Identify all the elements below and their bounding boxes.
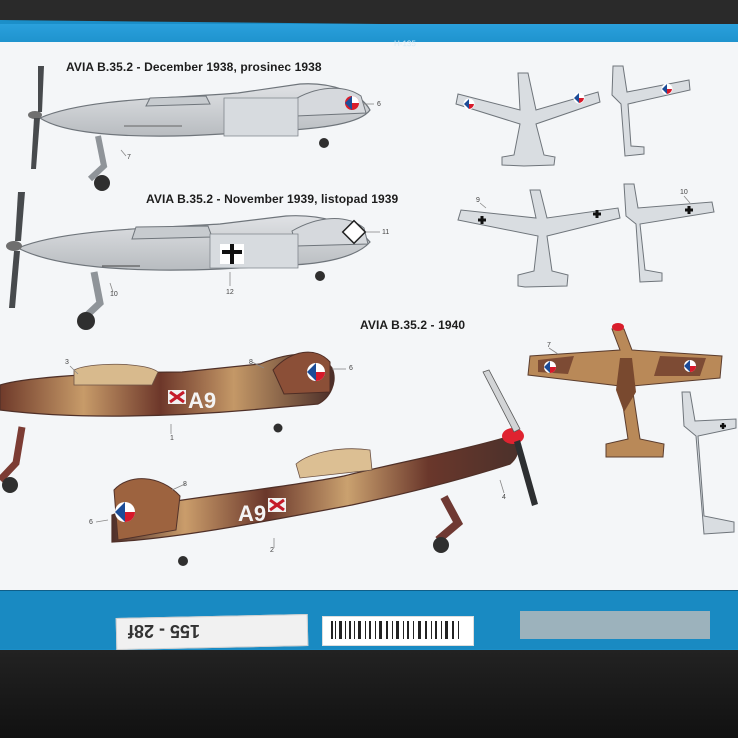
box-side-tab (520, 611, 710, 639)
callout-8a: 8 (249, 359, 253, 366)
profile-1940-upper: A9 (0, 351, 335, 493)
side-plan-1939 (623, 183, 715, 283)
callout-12: 12 (226, 289, 234, 296)
callout-3: 3 (65, 359, 69, 366)
callout-6: 6 (377, 101, 381, 108)
barcode (322, 616, 474, 646)
callout-1: 1 (170, 435, 174, 442)
profile-1940-lower: A9 (111, 369, 538, 566)
callout-2: 2 (270, 547, 274, 554)
callout-7: 7 (127, 154, 131, 161)
heading-avia-b35-1940: AVIA B.35.2 - 1940 (360, 318, 466, 332)
callout-6b: 6 (89, 519, 93, 526)
top-view-1940 (527, 323, 723, 458)
marking-a9-lower: A9 (238, 501, 266, 526)
callout-4: 4 (502, 494, 506, 501)
side-plan-1940 (681, 391, 737, 535)
callout-10: 10 (110, 291, 118, 298)
side-plan-1938 (611, 65, 691, 157)
callout-9: 9 (476, 197, 480, 204)
top-view-1938 (455, 72, 601, 167)
marking-a9-upper: A9 (188, 388, 216, 413)
callout-7b: 7 (547, 342, 551, 349)
profile-1939 (6, 192, 371, 330)
callout-8b: 8 (183, 481, 187, 488)
heading-avia-b35-1938: AVIA B.35.2 - December 1938, prosinec 19… (66, 60, 322, 74)
dark-floor (0, 650, 738, 738)
box-top-code: H-135 (394, 39, 416, 48)
heading-avia-b35-1939: AVIA B.35.2 - November 1939, listopad 19… (146, 192, 399, 206)
callout-10b: 10 (680, 189, 688, 196)
profile-1938 (28, 66, 371, 191)
callout-6a: 6 (349, 365, 353, 372)
callout-11: 11 (382, 229, 389, 236)
top-view-1939 (457, 189, 621, 288)
